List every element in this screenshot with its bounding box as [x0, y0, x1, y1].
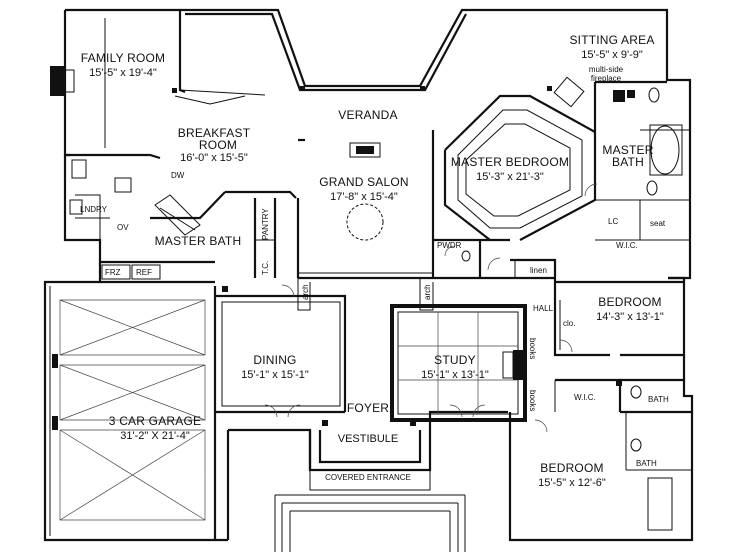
- bath-2-label: BATH: [636, 459, 657, 468]
- wic-master-label: W.I.C.: [616, 241, 638, 250]
- books-2-label: books: [528, 390, 537, 411]
- master-bedroom-dims: 15'-3" x 21'-3": [476, 171, 544, 183]
- grand-salon-name: GRAND SALON: [319, 175, 409, 189]
- vestibule-label: VESTIBULE: [338, 433, 399, 445]
- bedroom-1-dims: 14'-3" x 13'-1": [596, 311, 664, 323]
- master-bedroom-name: MASTER BEDROOM: [451, 155, 569, 169]
- hall-label: HALL: [533, 304, 554, 313]
- family-room-dims: 15'-5" x 19'-4": [89, 67, 157, 79]
- bedroom-2-name: BEDROOM: [540, 461, 603, 475]
- room-labels: FAMILY ROOM 15'-5" x 19'-4" SITTING AREA…: [81, 33, 664, 489]
- ov-label: OV: [117, 223, 129, 232]
- tc-label: T.C.: [261, 261, 270, 275]
- master-bath-name-line1: MASTER: [602, 143, 653, 157]
- study-dims: 15'-1" x 13'-1": [421, 369, 489, 381]
- annotations: LNDRY OV DW PANTRY T.C. FRZ REF PWDR lin…: [80, 171, 669, 482]
- dw-label: DW: [171, 171, 185, 180]
- breakfast-room-name-line2: ROOM: [199, 138, 237, 152]
- foyer-label: FOYER: [347, 401, 389, 415]
- kitchen-name: MASTER BATH: [155, 234, 242, 248]
- seat-label: seat: [650, 219, 666, 228]
- dining-dims: 15'-1" x 15'-1": [241, 369, 309, 381]
- wic-bedroom-label: W.I.C.: [574, 393, 596, 402]
- ref-label: REF: [136, 268, 152, 277]
- frz-label: FRZ: [105, 268, 121, 277]
- bedroom-2-dims: 15'-5" x 12'-6": [538, 477, 606, 489]
- dining-name: DINING: [253, 353, 296, 367]
- sitting-area-dims: 15'-5" x 9'-9": [581, 49, 643, 61]
- family-room-name: FAMILY ROOM: [81, 51, 165, 65]
- lndry-label: LNDRY: [80, 205, 108, 214]
- arch-2-label: arch: [423, 284, 432, 300]
- garage-dims: 31'-2" X 21'-4": [120, 430, 190, 442]
- bath-1-label: BATH: [648, 395, 669, 404]
- fixtures: [50, 66, 683, 531]
- study-name: STUDY: [434, 353, 476, 367]
- pwdr-label: PWDR: [437, 241, 462, 250]
- arch-1-label: arch: [301, 284, 310, 300]
- sitting-area-name: SITTING AREA: [569, 33, 654, 47]
- garage-bays: [52, 299, 206, 521]
- lc-label: LC: [608, 217, 618, 226]
- fireplace-note-line2: fireplace: [591, 74, 622, 83]
- breakfast-room-name-line1: BREAKFAST: [178, 126, 251, 140]
- grand-salon-dims: 17'-8" x 15'-4": [330, 191, 398, 203]
- breakfast-room-dims: 16'-0" x 15'-5": [180, 152, 248, 164]
- linen-label: linen: [530, 266, 547, 275]
- books-1-label: books: [528, 338, 537, 359]
- garage-name: 3 CAR GARAGE: [109, 414, 201, 428]
- pantry-label: PANTRY: [261, 208, 270, 240]
- master-bath-name-line2: BATH: [612, 155, 644, 169]
- bedroom-1-name: BEDROOM: [598, 295, 661, 309]
- clo-label: clo.: [563, 319, 575, 328]
- fireplace-note-line1: multi-side: [589, 65, 624, 74]
- veranda-name: VERANDA: [338, 108, 397, 122]
- covered-entrance-label: COVERED ENTRANCE: [325, 473, 411, 482]
